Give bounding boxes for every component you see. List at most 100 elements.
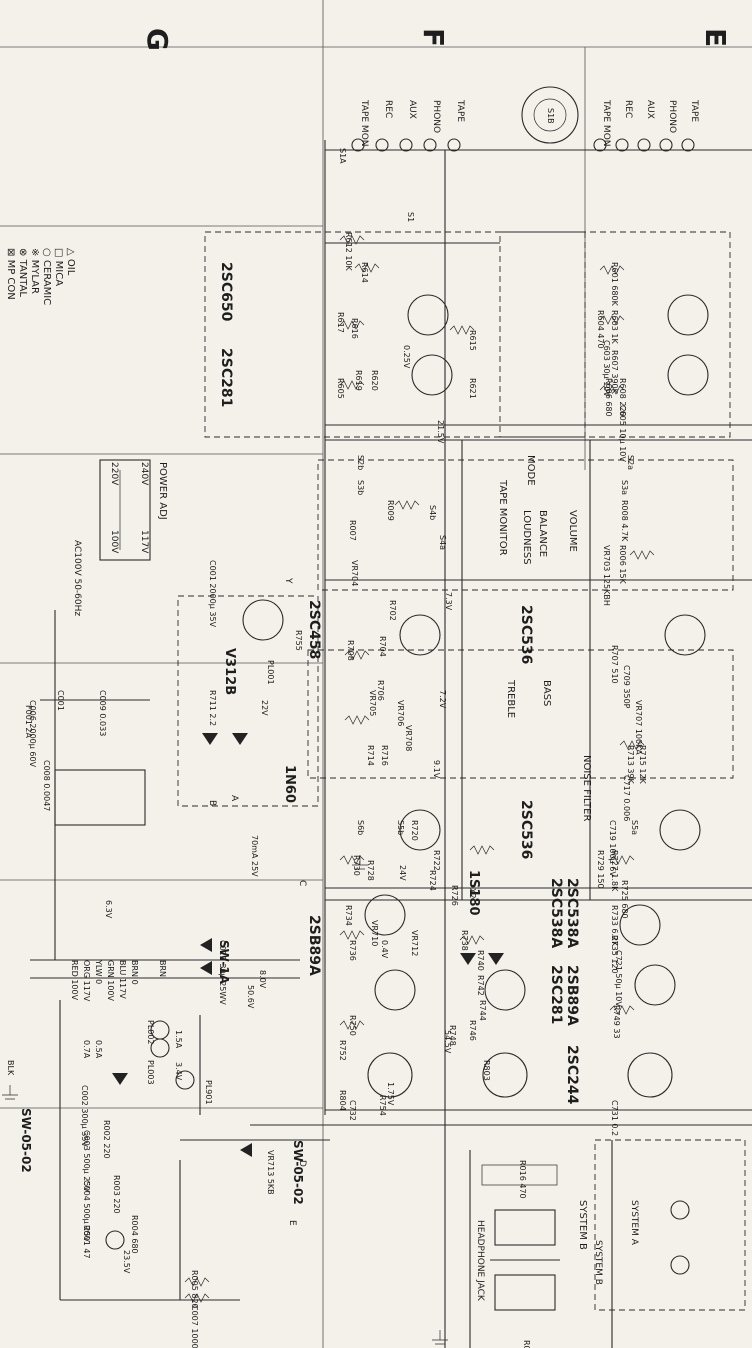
voltage-label: 0.4V — [380, 940, 389, 959]
component-label: R728 — [366, 860, 375, 881]
transistor-label: 2SC536 — [518, 800, 534, 859]
headphone-jack-label: HEADPHONE JACK — [475, 1220, 485, 1302]
component-label: R621 — [468, 378, 477, 399]
misc-label: S5a — [630, 820, 639, 835]
component-label: R729 150 — [596, 850, 605, 889]
component-label: R607 390K — [610, 350, 619, 395]
component-label: VR710 — [370, 920, 379, 946]
component-label: R004 680 — [130, 1215, 139, 1254]
component-label: R727 1.8K — [610, 850, 619, 892]
terminal-label: B — [207, 800, 217, 806]
power-adj-title: POWER ADJ — [157, 462, 168, 520]
switch-label-bass: BASS — [541, 680, 552, 706]
component-label: R017 470 — [522, 1340, 531, 1348]
transistor-label: 2SC650 — [218, 262, 234, 322]
component-label: R606 680 — [604, 378, 613, 417]
misc-label: S1 — [406, 212, 415, 222]
component-label: R742 — [476, 975, 485, 996]
voltage-label: 50.6V — [246, 985, 255, 1009]
component-label: R001 47 — [82, 1225, 91, 1259]
component-label: R601 680K — [610, 262, 619, 307]
legend-item: ※ MYLAR — [29, 248, 40, 294]
component-label: VR708 — [404, 725, 413, 751]
component-label: C022 30μ 25WV — [218, 940, 227, 1005]
device-label: SW-05-02 — [19, 1108, 33, 1173]
component-label: R617 — [336, 312, 345, 333]
component-label: C008 0.0047 — [42, 760, 51, 811]
component-label: C002 300μ 35V — [80, 1085, 89, 1147]
component-label: R708 — [346, 640, 355, 661]
component-label: F001 2A — [24, 705, 33, 739]
misc-label: S1B — [546, 108, 555, 124]
voltage-label: 21.5V — [436, 420, 445, 444]
voltage-labels: 50.6V54.5V21.5V23.5V7.3V22V8.0V24V9.1V7.… — [122, 345, 453, 1274]
power-adj-tap: 100V — [109, 530, 119, 554]
misc-label: S3b — [356, 480, 365, 495]
terminal-label: A — [229, 795, 239, 802]
component-label: C721 50μ 10V — [614, 950, 623, 1007]
component-label: R716 — [380, 745, 389, 766]
component-label: R730 — [352, 855, 361, 876]
input-label: REC — [383, 100, 393, 118]
component-label: R803 — [482, 1060, 491, 1081]
component-label: R722 — [432, 850, 441, 871]
component-label: R755 — [294, 630, 303, 651]
component-label: R612 10K — [344, 232, 353, 272]
legend-item: □ MICA — [53, 248, 64, 286]
component-label: R016 470 — [518, 1160, 527, 1199]
component-label: C003 500μ 25V — [82, 1130, 91, 1192]
component-label: R726 — [450, 885, 459, 906]
power-adj-tap: 117V — [139, 530, 149, 554]
misc-label: S4b — [428, 505, 437, 520]
input-label: TAPE — [689, 99, 699, 122]
component-label: R619 — [354, 370, 363, 391]
legend-item: ○ CERAMIC — [41, 248, 52, 305]
transformer-tap-label: BRN 0 — [130, 960, 139, 985]
voltage-label: 54.5V — [443, 1030, 452, 1054]
component-label: C709 350P — [622, 665, 631, 709]
component-label: R734 — [344, 905, 353, 926]
power-adj-tap: 220V — [109, 462, 119, 486]
device-label: V312B — [222, 648, 237, 695]
component-label: PL901 — [204, 1080, 213, 1105]
component-label: R003 220 — [112, 1175, 121, 1214]
voltage-label: 1.75V — [386, 1082, 395, 1106]
transformer-tap-label: 0.5A — [94, 1040, 103, 1059]
input-label: TAPE MON — [601, 99, 611, 147]
transistor-label: 2SC281 — [218, 348, 234, 407]
component-label: R005 820 — [190, 1270, 199, 1309]
transformer-tap-label: ORG 117V — [82, 960, 91, 1002]
voltage-label: 8.0V — [258, 970, 267, 989]
switch-label-noise-filter: NOISE FILTER — [581, 755, 592, 821]
system-label: SYSTEM B — [593, 1240, 603, 1285]
component-label: R754 — [378, 1095, 387, 1116]
component-label: R752 — [338, 1040, 347, 1061]
misc-labels: S4aS4bS3aS3bS2aS2bS1S5aS5bS6bS1AS1BX270m… — [250, 108, 639, 899]
input-label: AUX — [645, 100, 655, 119]
component-label: R008 4.7K — [620, 500, 629, 542]
component-label: C009 0.033 — [98, 690, 107, 736]
transformer-tap-label: BRN — [158, 960, 167, 977]
transistor-label: 2SC458 — [306, 600, 322, 659]
component-label: R724 — [428, 870, 437, 891]
transformer-tap-label: 0.7A — [82, 1040, 91, 1059]
transistor-label: 2SC281 — [548, 965, 564, 1024]
transformer-tap-label: BLU 117V — [118, 960, 127, 999]
component-label: C731 0.2 — [610, 1100, 619, 1136]
component-label: VR712 — [410, 930, 419, 956]
component-label: R002 220 — [102, 1120, 111, 1159]
input-label: TAPE MON — [359, 99, 369, 147]
component-label: R749 33 — [612, 1005, 621, 1039]
component-label: VR706 — [396, 700, 405, 726]
zone-e-label: E — [699, 28, 732, 47]
capacitor-legend: △ OIL □ MICA ○ CERAMIC ※ MYLAR ⊗ TANTAL … — [5, 248, 76, 305]
transistor-label: 2SC538A — [564, 878, 580, 948]
terminal-label: D — [297, 1160, 307, 1167]
misc-label: S1A — [338, 148, 347, 164]
legend-item: △ OIL — [65, 248, 76, 276]
component-label: C007 1000μ 10V — [190, 1305, 199, 1348]
